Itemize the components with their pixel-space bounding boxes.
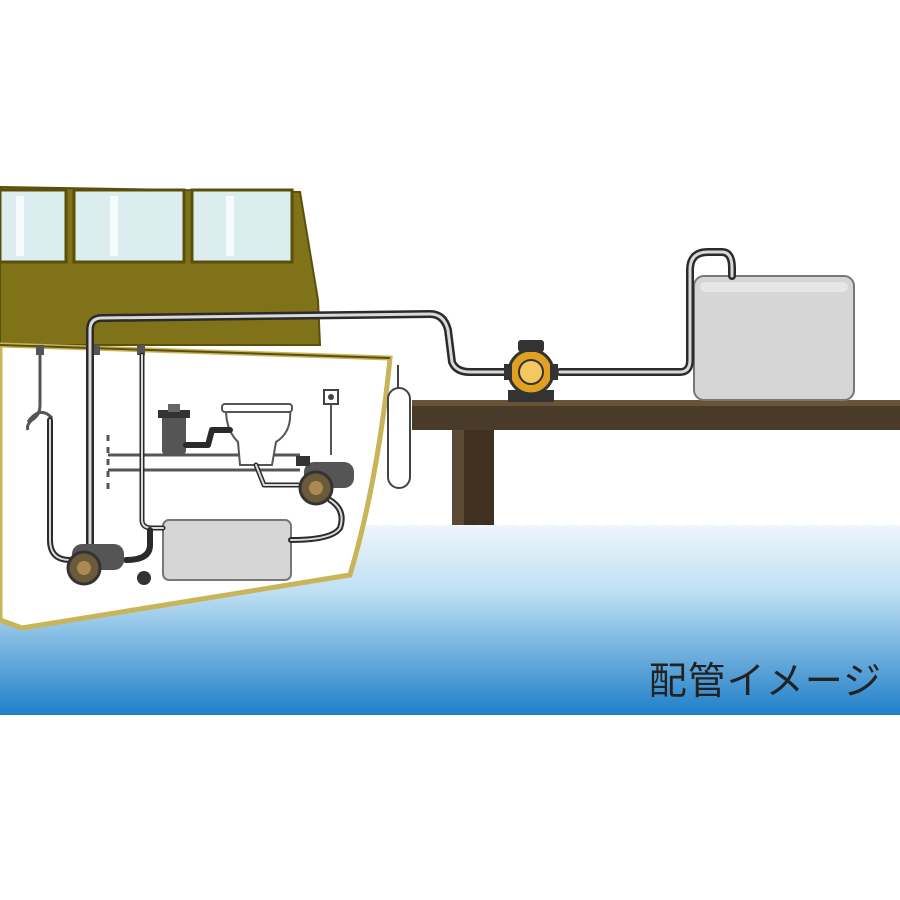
hanging-hose	[26, 355, 42, 431]
holding-tank	[162, 519, 292, 581]
bilge-pump-icon	[66, 544, 151, 586]
deck-fittings	[36, 345, 145, 355]
cabin-windows	[0, 188, 294, 264]
toilet-pump-icon	[296, 456, 354, 506]
strainer-icon	[158, 404, 190, 454]
pier	[412, 400, 900, 525]
fender	[387, 365, 411, 489]
switch-box-icon	[323, 389, 339, 455]
piping	[47, 248, 736, 563]
boat-cabin	[0, 185, 322, 346]
shore-pump-icon	[504, 340, 558, 402]
shore-tank	[693, 275, 855, 401]
toilet-icon	[221, 403, 293, 466]
caption-text: 配管イメージ	[648, 659, 882, 703]
